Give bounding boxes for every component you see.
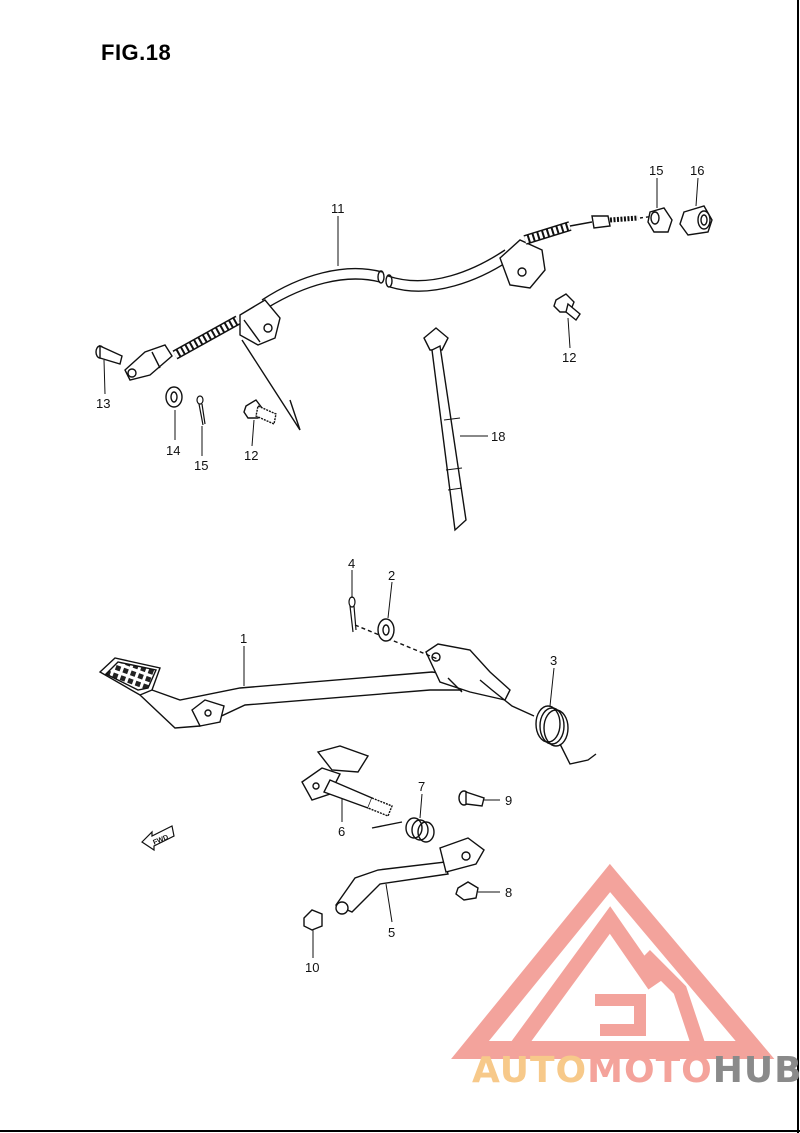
right-cable-boot: [523, 221, 572, 245]
part-1-brake-pedal: [98, 624, 511, 729]
watermark-hub: HUB: [713, 1050, 800, 1091]
part-9-bolt: [458, 790, 485, 807]
part-2-washer: [377, 618, 395, 642]
watermark-auto: AUTO: [472, 1050, 587, 1091]
callout-1: 1: [240, 631, 247, 646]
left-cable-boot: [172, 315, 241, 360]
watermark-text: AUTOMOTOHUB: [472, 1050, 800, 1091]
part-10-cap: [303, 909, 323, 931]
part-14-washer: [165, 386, 183, 408]
part-7-spring: [371, 817, 435, 843]
callout-6: 6: [338, 824, 345, 839]
part-12-bolt-right: [553, 293, 581, 322]
callout-14: 14: [166, 443, 180, 458]
callout-2: 2: [388, 568, 395, 583]
callout-18: 18: [491, 429, 505, 444]
callout-3: 3: [550, 653, 557, 668]
callout-9: 9: [505, 793, 512, 808]
callout-16: 15: [649, 163, 663, 178]
callout-12-left: 12: [244, 448, 258, 463]
part-5-brake-rod: [334, 837, 485, 915]
callout-5: 5: [388, 925, 395, 940]
part-17-joint: [679, 205, 713, 236]
part-8-nut: [455, 881, 479, 901]
callout-8: 8: [505, 885, 512, 900]
callout-12-right: 12: [562, 350, 576, 365]
part-4-pin: [348, 596, 357, 633]
leader-lines: [103, 177, 699, 958]
callout-7: 7: [418, 779, 425, 794]
callout-numbers: 11 15 16 12 13 14 15 12 18 4 2 1 3 7 9 6…: [96, 163, 704, 975]
part-15-cotter-pin: [196, 395, 206, 426]
callout-10: 10: [305, 960, 319, 975]
part-11-brake-cable: [124, 215, 656, 431]
part-13-pin: [95, 344, 123, 365]
callout-15: 15: [194, 458, 208, 473]
callout-17: 16: [690, 163, 704, 178]
automotohub-logo: [451, 863, 775, 1059]
part-6-brake-shaft: [301, 745, 393, 817]
part-3-spring: [479, 679, 597, 765]
part-16-nut: [647, 207, 673, 233]
part-12-bolt-left: [243, 399, 277, 425]
forward-direction-marker: FWD: [141, 825, 175, 852]
callout-4: 4: [348, 556, 355, 571]
callout-11: 11: [331, 201, 345, 216]
watermark-moto: MOTO: [587, 1050, 713, 1091]
callout-13: 13: [96, 396, 110, 411]
part-18-cable-tie: [423, 327, 467, 532]
figure-title: FIG.18: [101, 40, 172, 65]
